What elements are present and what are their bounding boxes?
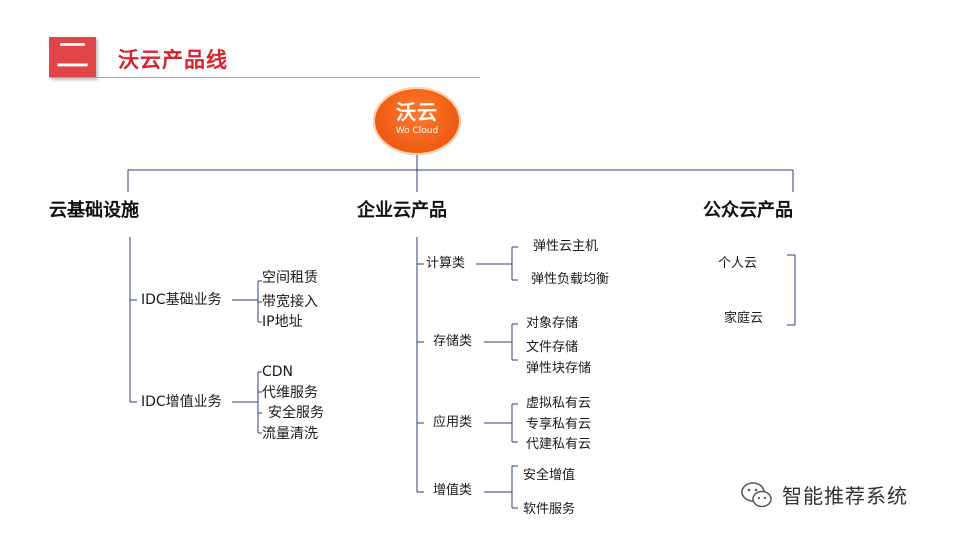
section-number-badge: 二 [49, 37, 96, 78]
leaf-virtual-private-cloud: 虚拟私有云 [526, 396, 592, 411]
wechat-icon [741, 482, 772, 508]
leaf-software-service: 软件服务 [523, 502, 576, 517]
leaf-object-storage: 对象存储 [526, 316, 579, 331]
node-idc-basic: IDC基础业务 [141, 292, 222, 308]
logo-sub-text: Wo Cloud [395, 126, 439, 136]
leaf-elastic-cloud-host: 弹性云主机 [533, 239, 599, 254]
leaf-built-private-cloud: 代建私有云 [526, 437, 592, 452]
leaf-bandwidth-access: 带宽接入 [262, 294, 318, 310]
category-infrastructure: 云基础设施 [49, 200, 139, 221]
leaf-elastic-load-balancing: 弹性负载均衡 [531, 272, 610, 287]
leaf-personal-cloud: 个人云 [718, 256, 758, 271]
leaf-traffic-cleaning: 流量清洗 [262, 426, 318, 442]
logo-main-text: 沃云 [396, 100, 438, 124]
leaf-family-cloud: 家庭云 [724, 311, 764, 326]
wocloud-logo: 沃云 Wo Cloud [373, 87, 461, 155]
category-public-cloud: 公众云产品 [703, 200, 793, 221]
leaf-maintenance-service: 代维服务 [262, 385, 318, 401]
leaf-security-service: 安全服务 [268, 405, 324, 421]
leaf-block-storage: 弹性块存储 [526, 361, 592, 376]
leaf-security-value-added: 安全增值 [523, 468, 576, 483]
leaf-ip-address: IP地址 [262, 314, 303, 330]
category-enterprise-cloud: 企业云产品 [357, 200, 447, 221]
leaf-cdn: CDN [262, 364, 294, 380]
node-idc-value-added: IDC增值业务 [141, 394, 222, 410]
leaf-file-storage: 文件存储 [526, 340, 579, 355]
node-value-added: 增值类 [433, 483, 473, 498]
page-title: 沃云产品线 [118, 48, 228, 72]
node-storage: 存储类 [433, 334, 473, 349]
node-application: 应用类 [433, 415, 473, 430]
node-compute: 计算类 [426, 256, 466, 271]
leaf-space-rental: 空间租赁 [262, 270, 318, 286]
title-divider [49, 77, 480, 78]
leaf-dedicated-private-cloud: 专享私有云 [526, 417, 592, 432]
watermark-text: 智能推荐系统 [782, 484, 908, 508]
